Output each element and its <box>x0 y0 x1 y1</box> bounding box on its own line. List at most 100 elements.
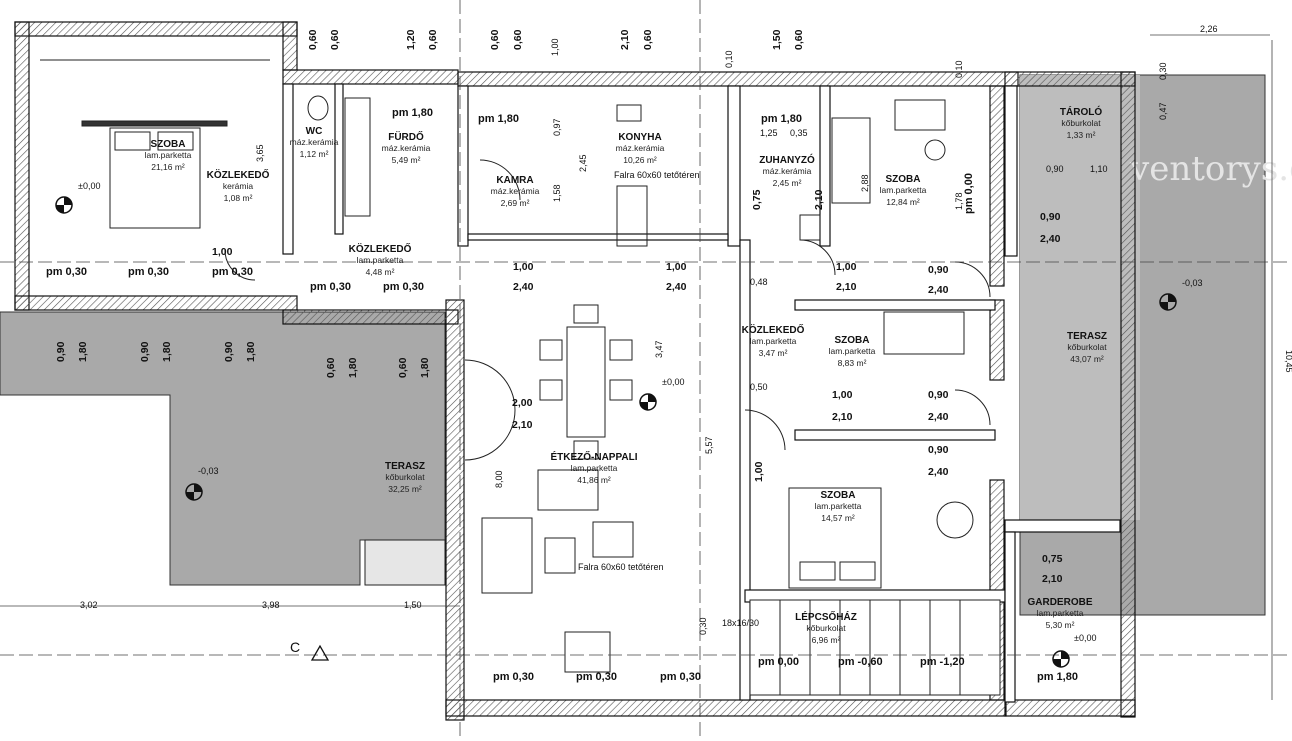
room-garderobe: GARDEROBE lam.parketta 5,30 m² <box>1027 597 1092 630</box>
room-terasz-left: TERASZ kőburkolat 32,25 m² <box>385 461 425 494</box>
svg-text:kerámia: kerámia <box>223 181 254 191</box>
kitchen-note: Falra 60x60 tetőtéren <box>614 170 700 180</box>
svg-text:2,26: 2,26 <box>1200 24 1218 34</box>
svg-text:0,90: 0,90 <box>223 341 235 362</box>
svg-text:5,57: 5,57 <box>704 436 714 454</box>
svg-text:pm 0,30: pm 0,30 <box>310 281 351 293</box>
svg-text:2,69 m²: 2,69 m² <box>501 198 530 208</box>
svg-text:pm 0,30: pm 0,30 <box>46 266 87 278</box>
svg-text:14,57 m²: 14,57 m² <box>821 513 855 523</box>
svg-text:4,48 m²: 4,48 m² <box>366 267 395 277</box>
svg-text:5,30 m²: 5,30 m² <box>1046 620 1075 630</box>
svg-text:kőburkolat: kőburkolat <box>385 472 425 482</box>
svg-text:2,10: 2,10 <box>836 281 857 293</box>
room-tarolo: TÁROLÓ kőburkolat 1,33 m² <box>1060 105 1102 140</box>
bath-fixtures <box>307 95 974 589</box>
svg-text:KAMRA: KAMRA <box>496 175 533 186</box>
svg-text:KÖZLEKEDŐ: KÖZLEKEDŐ <box>207 168 270 181</box>
svg-text:3,65: 3,65 <box>255 144 265 162</box>
inner-walls <box>282 83 1121 703</box>
svg-text:SZOBA: SZOBA <box>835 335 870 346</box>
room-furdo: FÜRDŐ máz.kerámia 5,49 m² <box>382 130 431 165</box>
svg-text:1,80: 1,80 <box>347 357 359 378</box>
svg-text:pm 1,80: pm 1,80 <box>1037 671 1078 683</box>
svg-text:ZUHANYZÓ: ZUHANYZÓ <box>759 153 815 166</box>
room-kamra: KAMRA máz.kerámia 2,69 m² <box>491 175 540 208</box>
svg-text:1,00: 1,00 <box>513 261 534 273</box>
svg-text:2,88: 2,88 <box>860 174 870 192</box>
room-szoba-1: SZOBA lam.parketta 21,16 m² <box>145 139 192 172</box>
svg-text:0,10: 0,10 <box>954 60 964 78</box>
svg-text:TÁROLÓ: TÁROLÓ <box>1060 105 1102 118</box>
svg-text:lam.parketta: lam.parketta <box>145 150 192 160</box>
room-szoba-3: SZOBA lam.parketta 8,83 m² <box>829 335 876 368</box>
svg-text:pm 1,80: pm 1,80 <box>478 113 519 125</box>
svg-text:0,48: 0,48 <box>750 277 768 287</box>
svg-text:GARDEROBE: GARDEROBE <box>1027 597 1092 608</box>
svg-text:0,90: 0,90 <box>139 341 151 362</box>
level-markers <box>55 196 1177 668</box>
room-kozlekedo-2: KÖZLEKEDŐ lam.parketta 4,48 m² <box>349 242 412 277</box>
svg-text:SZOBA: SZOBA <box>821 490 856 501</box>
svg-text:lam.parketta: lam.parketta <box>750 336 797 346</box>
svg-text:WC: WC <box>306 126 323 137</box>
svg-text:3,47 m²: 3,47 m² <box>759 348 788 358</box>
svg-text:0,30: 0,30 <box>1158 62 1168 80</box>
section-marker: C <box>290 639 330 661</box>
svg-text:lam.parketta: lam.parketta <box>357 255 404 265</box>
svg-text:2,10: 2,10 <box>813 189 825 210</box>
svg-text:0,97: 0,97 <box>552 118 562 136</box>
room-wc: WC máz.kerámia 1,12 m² <box>290 126 339 159</box>
svg-text:41,86 m²: 41,86 m² <box>577 475 611 485</box>
svg-text:lam.parketta: lam.parketta <box>571 463 618 473</box>
svg-text:SZOBA: SZOBA <box>151 139 186 150</box>
svg-text:pm 0,00: pm 0,00 <box>758 656 799 668</box>
room-labels: SZOBA lam.parketta 21,16 m² KÖZLEKEDŐ ke… <box>145 105 1108 645</box>
svg-text:8,00: 8,00 <box>494 470 504 488</box>
svg-text:0,30: 0,30 <box>698 617 708 635</box>
svg-text:2,10: 2,10 <box>832 411 853 423</box>
svg-text:0,90: 0,90 <box>55 341 67 362</box>
svg-text:lam.parketta: lam.parketta <box>880 185 927 195</box>
svg-text:pm 0,30: pm 0,30 <box>493 671 534 683</box>
top-dimensions: 0,60 0,60 1,20 0,60 0,60 0,60 1,00 2,10 … <box>307 24 1292 373</box>
svg-text:1,80: 1,80 <box>245 341 257 362</box>
svg-text:pm -1,20: pm -1,20 <box>920 656 965 668</box>
svg-text:2,40: 2,40 <box>928 466 949 478</box>
svg-text:3,47: 3,47 <box>654 340 664 358</box>
svg-text:pm 0,30: pm 0,30 <box>383 281 424 293</box>
svg-text:0,75: 0,75 <box>1042 553 1063 565</box>
bottom-dimensions: 3,02 3,98 1,50 <box>80 600 422 610</box>
svg-text:-0,03: -0,03 <box>198 466 219 476</box>
svg-text:1,20: 1,20 <box>405 29 417 50</box>
svg-text:1,00: 1,00 <box>666 261 687 273</box>
svg-text:2,10: 2,10 <box>619 29 631 50</box>
svg-text:0,60: 0,60 <box>489 29 501 50</box>
svg-text:pm -0,60: pm -0,60 <box>838 656 883 668</box>
svg-text:0,50: 0,50 <box>750 382 768 392</box>
svg-text:kőburkolat: kőburkolat <box>806 623 846 633</box>
svg-text:±0,00: ±0,00 <box>78 181 100 191</box>
svg-text:LÉPCSŐHÁZ: LÉPCSŐHÁZ <box>795 610 857 623</box>
interior-dimensions: 3,65 2,45 1,58 2,88 3,47 5,57 8,00 1,00 … <box>255 62 1168 635</box>
terrace-right-inner <box>1020 75 1140 520</box>
svg-text:6,96 m²: 6,96 m² <box>812 635 841 645</box>
svg-text:0,60: 0,60 <box>307 29 319 50</box>
living-note: Falra 60x60 tetőtéren <box>578 562 664 572</box>
outer-walls <box>14 21 1136 721</box>
svg-text:±0,00: ±0,00 <box>662 377 684 387</box>
svg-text:kőburkolat: kőburkolat <box>1067 342 1107 352</box>
svg-text:pm 0,00: pm 0,00 <box>963 173 975 214</box>
svg-text:0,60: 0,60 <box>397 357 409 378</box>
svg-text:2,45: 2,45 <box>578 154 588 172</box>
svg-text:2,40: 2,40 <box>513 281 534 293</box>
svg-text:1,50: 1,50 <box>771 29 783 50</box>
svg-text:máz.kerámia: máz.kerámia <box>491 186 540 196</box>
svg-text:0,60: 0,60 <box>642 29 654 50</box>
svg-text:0,35: 0,35 <box>790 128 808 138</box>
svg-text:TERASZ: TERASZ <box>385 461 425 472</box>
bed-large <box>40 59 270 229</box>
svg-text:máz.kerámia: máz.kerámia <box>616 143 665 153</box>
